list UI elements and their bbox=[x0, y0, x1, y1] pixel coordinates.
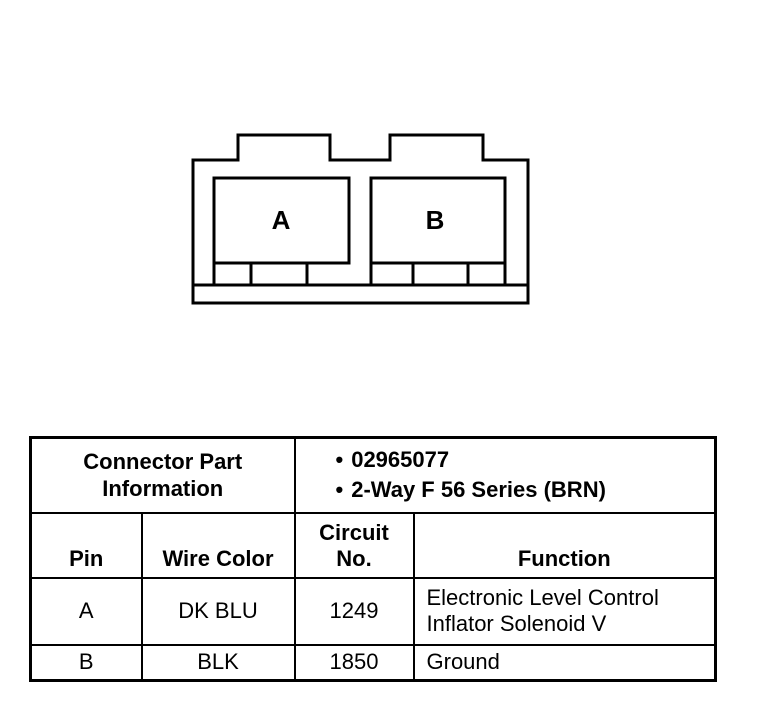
part-series-item: •2-Way F 56 Series (BRN) bbox=[335, 477, 606, 503]
part-series: 2-Way F 56 Series (BRN) bbox=[351, 477, 606, 503]
row-b-pin: B bbox=[29, 643, 143, 682]
row-b-function: Ground bbox=[412, 643, 717, 682]
table-row: B BLK 1850 Ground bbox=[29, 643, 717, 682]
part-number-item: •02965077 bbox=[335, 447, 450, 473]
cavity-b bbox=[369, 176, 507, 265]
row-a-function-line2: Inflator Solenoid V bbox=[426, 611, 607, 636]
header-pin: Pin bbox=[29, 511, 143, 579]
row-a-function-line1: Electronic Level Control bbox=[426, 585, 659, 610]
connector-face-diagram: A B bbox=[191, 133, 530, 305]
row-a-pin: A bbox=[29, 576, 143, 646]
header-row: Pin Wire Color Circuit No. Function bbox=[29, 511, 717, 579]
cavity-b-label: B bbox=[426, 205, 445, 235]
header-wire-color: Wire Color bbox=[140, 511, 296, 579]
row-a-circuit: 1249 bbox=[293, 576, 415, 646]
header-circuit-line1: Circuit bbox=[319, 519, 389, 545]
row-b-wire-color: BLK bbox=[140, 643, 296, 682]
connector-housing-outline bbox=[191, 133, 530, 305]
part-info-label-line2: Information bbox=[102, 476, 224, 502]
cavity-a bbox=[212, 176, 351, 265]
part-number: 02965077 bbox=[351, 447, 450, 473]
header-circuit: Circuit No. bbox=[293, 511, 415, 579]
header-circuit-line2: No. bbox=[336, 545, 372, 571]
header-function: Function bbox=[412, 511, 717, 579]
part-info-row: Connector Part Information •02965077 •2-… bbox=[29, 436, 717, 514]
connector-info-table: Connector Part Information •02965077 •2-… bbox=[29, 436, 717, 682]
cavity-tabs bbox=[212, 263, 507, 285]
row-a-wire-color: DK BLU bbox=[140, 576, 296, 646]
table-row: A DK BLU 1249 Electronic Level Control I… bbox=[29, 576, 717, 646]
part-info-label-line1: Connector Part bbox=[83, 449, 243, 475]
row-a-function: Electronic Level Control Inflator Soleno… bbox=[412, 576, 717, 646]
part-info-list: •02965077 •2-Way F 56 Series (BRN) bbox=[293, 436, 717, 514]
row-b-circuit: 1850 bbox=[293, 643, 415, 682]
cavity-a-label: A bbox=[272, 205, 291, 235]
part-info-label: Connector Part Information bbox=[29, 436, 296, 514]
